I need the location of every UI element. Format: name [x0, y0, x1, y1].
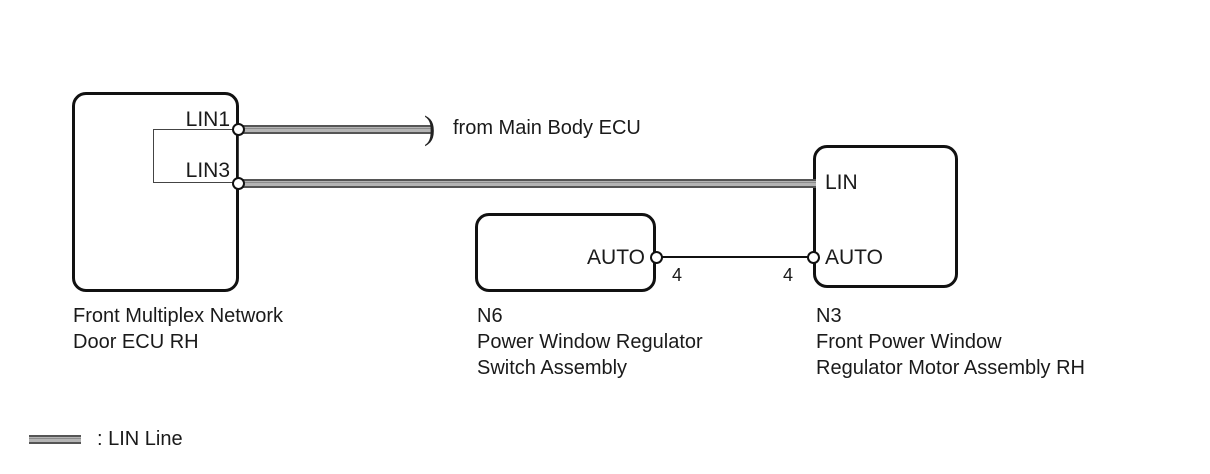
lin-line-ecu-to-motor — [238, 179, 816, 188]
node-front-multiplex-network-door-ecu-rh[interactable] — [72, 92, 239, 292]
pin-label-motor-lin: LIN — [825, 171, 858, 194]
pin-label-lin1: LIN1 — [185, 108, 230, 131]
terminal-switch-auto[interactable] — [650, 251, 663, 264]
ecu-pin-group-rect — [153, 129, 239, 183]
wire-number-right: 4 — [783, 265, 794, 285]
pin-label-switch-auto: AUTO — [587, 246, 645, 269]
pin-label-motor-auto: AUTO — [825, 246, 883, 269]
node-front-power-window-regulator-motor-assembly-rh[interactable] — [813, 145, 958, 288]
terminal-motor-auto[interactable] — [807, 251, 820, 264]
caption-switch-code: N6 — [477, 305, 503, 327]
legend-label: : LIN Line — [97, 428, 183, 450]
caption-switch-line1: Power Window Regulator — [477, 331, 703, 353]
lin-line-swatch-icon — [29, 434, 81, 444]
pin-label-lin3: LIN3 — [185, 159, 230, 182]
annotation-from-main-body-ecu: from Main Body ECU — [453, 117, 641, 139]
caption-motor-code: N3 — [816, 305, 842, 327]
caption-switch-line2: Switch Assembly — [477, 357, 628, 379]
wire-switch-auto-to-motor-auto — [661, 256, 813, 258]
terminal-ecu-lin1[interactable] — [232, 123, 245, 136]
caption-motor-line1: Front Power Window — [816, 331, 1002, 353]
caption-ecu-line2: Door ECU RH — [73, 331, 199, 353]
terminal-ecu-lin3[interactable] — [232, 177, 245, 190]
wire-break-symbol: ) — [424, 110, 436, 147]
caption-motor-line2: Regulator Motor Assembly RH — [816, 357, 1085, 379]
caption-ecu-line1: Front Multiplex Network — [73, 305, 284, 327]
lin-line-to-main-body-ecu — [238, 125, 431, 134]
node-power-window-regulator-switch-assembly[interactable] — [475, 213, 656, 292]
legend: : LIN Line — [29, 429, 183, 449]
wire-number-left: 4 — [672, 265, 683, 285]
